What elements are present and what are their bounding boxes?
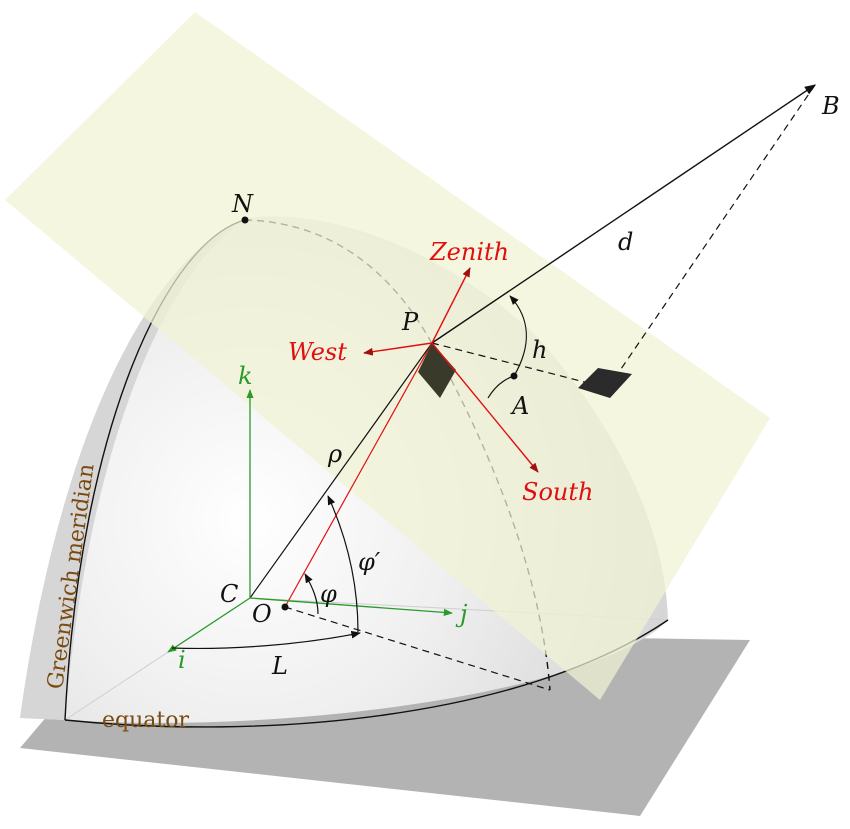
longitude-arc [171, 630, 361, 650]
label-phi: φ [320, 580, 337, 608]
label-d: d [618, 228, 633, 256]
label-zenith: Zenith [429, 238, 509, 266]
axis-j [249, 597, 453, 617]
label-a: A [510, 392, 529, 420]
point-o [281, 603, 289, 611]
radius-c-p [249, 342, 433, 599]
normal-o-p [284, 342, 433, 608]
label-c: C [220, 580, 238, 608]
label-i: i [178, 646, 186, 674]
label-o: O [252, 600, 272, 628]
right-angle-mark-p [418, 343, 456, 398]
label-rho: ρ [327, 440, 342, 468]
b-drop [607, 84, 816, 389]
elevation-arc [509, 295, 527, 377]
axis-i [167, 597, 251, 653]
label-south: South [522, 478, 593, 506]
point-azimuth [510, 372, 518, 380]
zenith-vector [431, 267, 471, 344]
label-l: L [271, 652, 288, 680]
label-equator: equator [102, 708, 189, 733]
right-angle-mark-b [578, 368, 632, 398]
label-phi-prime: φ′ [358, 548, 381, 576]
label-b: B [821, 92, 840, 120]
label-n: N [231, 190, 254, 218]
label-west: West [288, 338, 347, 366]
equator-dashed [284, 606, 551, 691]
label-h: h [532, 336, 547, 364]
south-vector [431, 342, 539, 473]
label-p: P [401, 308, 419, 336]
west-vector [363, 342, 433, 356]
horizon-plane [5, 12, 770, 700]
point-n [241, 216, 249, 224]
geocentric-latitude-arc [327, 495, 359, 633]
label-k: k [238, 362, 253, 390]
vector-d [431, 84, 816, 344]
latitude-arc [304, 573, 319, 615]
